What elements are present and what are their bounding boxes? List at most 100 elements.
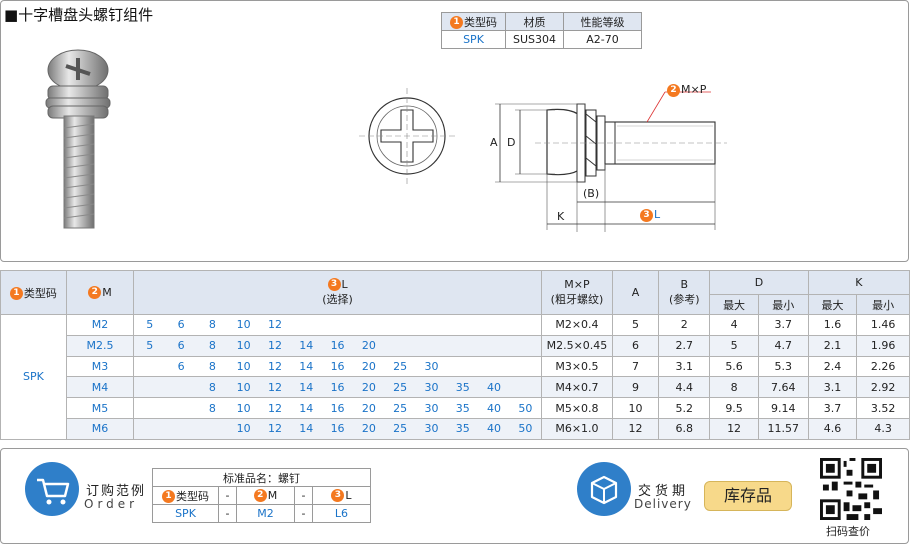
cell-b: 4.4 [658, 376, 711, 399]
order-col-sep1: - [218, 486, 237, 505]
l-option[interactable]: 10 [236, 380, 251, 394]
l-option[interactable]: 6 [177, 318, 185, 332]
l-option[interactable]: 10 [236, 339, 251, 353]
l-option[interactable]: 25 [393, 422, 408, 436]
cell-material: SUS304 [505, 30, 564, 49]
l-option[interactable]: 40 [487, 401, 502, 415]
l-option[interactable]: 10 [236, 318, 251, 332]
qr-caption: 扫码查价 [826, 525, 870, 538]
l-option[interactable]: 30 [424, 401, 439, 415]
l-option[interactable]: 8 [208, 318, 216, 332]
cell-d-max: 12 [709, 417, 759, 440]
l-option[interactable]: 14 [299, 401, 314, 415]
l-option[interactable]: 5 [146, 318, 154, 332]
cell-d-min: 3.7 [757, 314, 809, 336]
l-option[interactable]: 35 [455, 422, 470, 436]
l-option[interactable]: 40 [487, 422, 502, 436]
header-d-min: 最小 [757, 294, 809, 315]
l-option[interactable]: 16 [330, 339, 345, 353]
cell-d-max: 5.6 [709, 355, 759, 378]
cell-b: 6.8 [658, 417, 711, 440]
order-val-sep2: - [294, 504, 313, 523]
l-option[interactable]: 30 [424, 422, 439, 436]
cell-a: 10 [611, 397, 660, 419]
cell-d-min: 11.57 [757, 417, 809, 440]
cell-mxp: M2.5×0.45 [541, 334, 613, 357]
cell-m: M5 [65, 397, 135, 419]
cell-mxp: M5×0.8 [541, 397, 613, 419]
dim-a-label: A [490, 136, 498, 149]
l-option[interactable]: 30 [424, 380, 439, 394]
cell-k-max: 4.6 [807, 417, 858, 440]
l-option[interactable]: 30 [424, 359, 439, 373]
l-option[interactable]: 50 [518, 422, 533, 436]
qr-code-icon[interactable] [820, 458, 882, 520]
cell-k-max: 1.6 [807, 314, 858, 336]
l-option[interactable]: 12 [267, 339, 282, 353]
l-option[interactable]: 5 [146, 339, 154, 353]
l-option[interactable]: 8 [208, 359, 216, 373]
l-option[interactable]: 12 [267, 422, 282, 436]
in-stock-badge[interactable]: 库存品 [704, 481, 792, 511]
l-option[interactable]: 14 [299, 339, 314, 353]
cell-a: 6 [611, 334, 660, 357]
l-option[interactable]: 20 [361, 339, 376, 353]
l-option[interactable]: 20 [361, 422, 376, 436]
l-option[interactable]: 20 [361, 380, 376, 394]
l-option[interactable]: 16 [330, 401, 345, 415]
cell-d-min: 4.7 [757, 334, 809, 357]
l-option[interactable]: 8 [208, 401, 216, 415]
product-panel [0, 0, 909, 262]
l-option[interactable]: 25 [393, 380, 408, 394]
l-option[interactable]: 20 [361, 401, 376, 415]
l-option[interactable]: 50 [518, 401, 533, 415]
l-option[interactable]: 16 [330, 380, 345, 394]
l-option[interactable]: 10 [236, 422, 251, 436]
cell-type-spk: SPK [0, 314, 67, 440]
l-option[interactable]: 25 [393, 401, 408, 415]
header-k-max: 最大 [807, 294, 858, 315]
cell-mxp: M6×1.0 [541, 417, 613, 440]
l-option[interactable]: 12 [267, 318, 282, 332]
l-option[interactable]: 8 [208, 380, 216, 394]
cell-d-max: 9.5 [709, 397, 759, 419]
order-subtitle: Order [84, 497, 139, 511]
l-option[interactable]: 16 [330, 422, 345, 436]
l-option[interactable]: 6 [177, 359, 185, 373]
l-option[interactable]: 40 [487, 380, 502, 394]
l-option[interactable]: 12 [267, 401, 282, 415]
l-option[interactable]: 8 [208, 339, 216, 353]
l-option[interactable]: 10 [236, 401, 251, 415]
header-d-max: 最大 [709, 294, 759, 315]
l-option[interactable]: 35 [455, 401, 470, 415]
cell-k-max: 3.1 [807, 376, 858, 399]
cell-d-max: 8 [709, 376, 759, 399]
l-option[interactable]: 10 [236, 359, 251, 373]
cell-k-min: 2.92 [856, 376, 910, 399]
l-option[interactable]: 14 [299, 359, 314, 373]
l-option[interactable]: 25 [393, 359, 408, 373]
l-option[interactable]: 35 [455, 380, 470, 394]
cell-l-options: 6 8 10 12 14 16 20 25 30 [133, 355, 542, 378]
l-option[interactable]: 12 [267, 359, 282, 373]
l-option[interactable]: 14 [299, 422, 314, 436]
l-option[interactable]: 6 [177, 339, 185, 353]
order-title: 订购范例 [86, 484, 147, 499]
l-option[interactable]: 16 [330, 359, 345, 373]
l-option[interactable]: 20 [361, 359, 376, 373]
l-option[interactable]: 12 [267, 380, 282, 394]
l-option[interactable]: 14 [299, 380, 314, 394]
cell-b: 2 [658, 314, 711, 336]
cell-a: 12 [611, 417, 660, 440]
